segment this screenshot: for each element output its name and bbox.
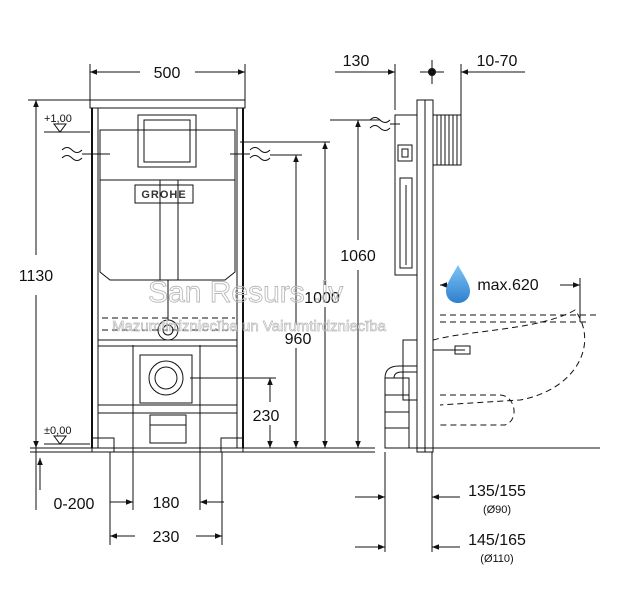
water-drop-icon <box>446 265 470 303</box>
dim-230-width-label: 230 <box>153 529 180 546</box>
dim-1130: 1130 <box>19 99 90 448</box>
dim-145-165: 145/165 (Ø110) <box>355 532 526 565</box>
dim-max-620: max.620 <box>440 277 581 322</box>
dim-230-height: 230 <box>190 377 280 448</box>
brand-badge: GROHE <box>134 184 194 204</box>
dim-10-70-label: 10-70 <box>477 53 518 70</box>
watermark-tagline: Mazumtirdzniecība un Vairumtirdzniecība <box>112 318 387 335</box>
level-floor-label: ±0,00 <box>44 425 71 437</box>
dim-135-155-label: 135/155 <box>468 483 526 500</box>
level-top-marker: +1,00 <box>44 113 90 133</box>
dim-145-165-label: 145/165 <box>468 532 526 549</box>
dim-1060: 1060 <box>330 119 380 448</box>
dim-1130-label: 1130 <box>19 268 54 285</box>
cistern <box>99 129 236 341</box>
axis-center-mark <box>420 60 444 84</box>
dim-10-70: 10-70 <box>460 53 525 115</box>
floor-line <box>30 447 600 453</box>
dim-1000: 1000 <box>240 141 340 448</box>
dim-130: 130 <box>335 53 396 110</box>
side-frame <box>394 99 434 453</box>
side-mounting-plate <box>432 114 462 166</box>
side-drain-elbow <box>384 365 417 449</box>
toilet-bowl-outline <box>432 309 600 426</box>
level-floor-marker: ±0,00 <box>44 425 90 445</box>
dim-960: 960 <box>270 154 312 448</box>
dim-135-155: 135/155 (Ø90) <box>355 452 526 552</box>
dim-1060-label: 1060 <box>340 248 376 265</box>
dim-130-label: 130 <box>343 53 370 70</box>
dim-960-label: 960 <box>285 331 312 348</box>
dim-180-label: 180 <box>153 495 180 512</box>
dim-180: 180 <box>110 345 224 512</box>
dim-0-200: 0-200 <box>35 448 95 513</box>
side-water-inlet-icon <box>369 117 400 131</box>
level-top-label: +1,00 <box>44 113 72 125</box>
dim-0-200-label: 0-200 <box>54 496 95 513</box>
watermark-site: San Resurs .lv <box>148 276 343 309</box>
water-inlet-icon <box>61 147 271 161</box>
brand-label: GROHE <box>141 189 186 201</box>
dim-d110-label: (Ø110) <box>480 553 513 565</box>
watermark: San Resurs .lv Mazumtirdzniecība un Vair… <box>112 265 470 335</box>
flush-plate-opening <box>137 114 197 168</box>
dim-d90-label: (Ø90) <box>483 504 511 516</box>
dim-max-620-label: max.620 <box>477 277 538 294</box>
dim-500-label: 500 <box>154 65 181 82</box>
dim-230-height-label: 230 <box>253 408 280 425</box>
dim-230-width: 230 <box>109 452 223 546</box>
dim-1000-label: 1000 <box>304 290 340 307</box>
drain-connection <box>139 354 193 444</box>
dim-500: 500 <box>89 64 246 100</box>
